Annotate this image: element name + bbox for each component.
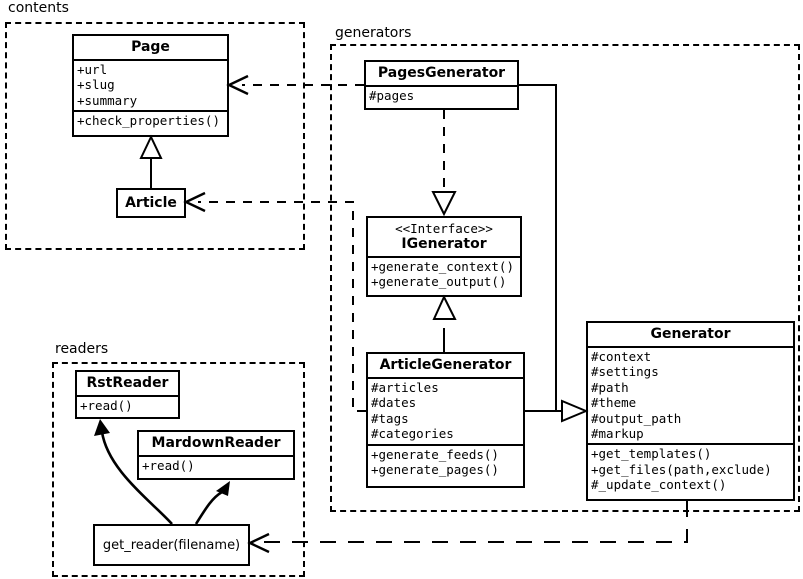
attribute: #theme [591,395,637,411]
class-article-generator-title: ArticleGenerator [379,357,512,373]
class-generator-attributes: #context #settings #path #theme #output_… [588,346,793,443]
class-article[interactable]: Article [116,188,186,218]
attribute: #pages [369,88,415,104]
method: +check_properties() [77,113,220,129]
function-get-reader[interactable]: get_reader(filename) [93,524,250,566]
class-mardown-reader-methods: +read() [139,455,293,475]
method: +read() [142,458,195,474]
attribute: #settings [591,364,659,380]
method: +generate_output() [371,274,507,290]
method: +get_templates() [591,446,712,462]
method: #_update_context() [591,477,727,493]
attribute: +slug [77,77,115,93]
class-page[interactable]: Page +url +slug +summary +check_properti… [72,34,229,137]
class-igenerator-name: IGenerator [401,236,487,252]
class-pages-generator[interactable]: PagesGenerator #pages [364,60,519,110]
class-article-generator[interactable]: ArticleGenerator #articles #dates #tags … [366,352,525,488]
class-rst-reader-methods: +read() [77,395,178,415]
attribute: #output_path [591,410,682,426]
method: +read() [80,398,133,414]
class-generator-methods: +get_templates() +get_files(path,exclude… [588,443,793,494]
attribute: #path [591,379,629,395]
class-igenerator[interactable]: <<Interface>> IGenerator +generate_conte… [366,216,522,297]
class-pages-generator-attributes: #pages [366,85,517,105]
class-mardown-reader[interactable]: MardownReader +read() [137,430,295,480]
attribute: +url [77,62,108,78]
method: +generate_pages() [371,461,499,477]
package-contents [5,22,305,250]
attribute: #context [591,349,652,365]
package-readers [52,362,305,577]
function-get-reader-label: get_reader(filename) [102,537,241,553]
attribute: #dates [371,395,417,411]
class-rst-reader[interactable]: RstReader +read() [75,370,180,419]
class-article-title: Article [125,194,177,211]
class-igenerator-methods: +generate_context() +generate_output() [368,256,520,292]
class-page-attributes: +url +slug +summary [74,59,227,110]
package-readers-label: readers [52,341,112,357]
attribute: #articles [371,380,439,396]
class-igenerator-title: <<Interface>> IGenerator [368,218,520,256]
class-page-title: Page [131,39,170,55]
class-article-generator-attributes: #articles #dates #tags #categories [368,377,523,444]
package-generators-label: generators [332,25,415,41]
class-rst-reader-title: RstReader [86,375,169,391]
class-generator-title: Generator [650,326,731,342]
attribute: +summary [77,92,138,108]
class-igenerator-stereotype: <<Interface>> [395,221,493,236]
method: +generate_context() [371,259,514,275]
attribute: #categories [371,426,454,442]
class-generator[interactable]: Generator #context #settings #path #them… [586,321,795,501]
method: +generate_feeds() [371,446,499,462]
class-mardown-reader-title: MardownReader [151,435,281,451]
attribute: #markup [591,425,644,441]
class-pages-generator-title: PagesGenerator [377,65,506,81]
method: +get_files(path,exclude) [591,461,772,477]
package-contents-label: contents [5,0,72,16]
attribute: #tags [371,410,409,426]
class-article-generator-methods: +generate_feeds() +generate_pages() [368,443,523,480]
class-page-methods: +check_properties() [74,110,227,130]
